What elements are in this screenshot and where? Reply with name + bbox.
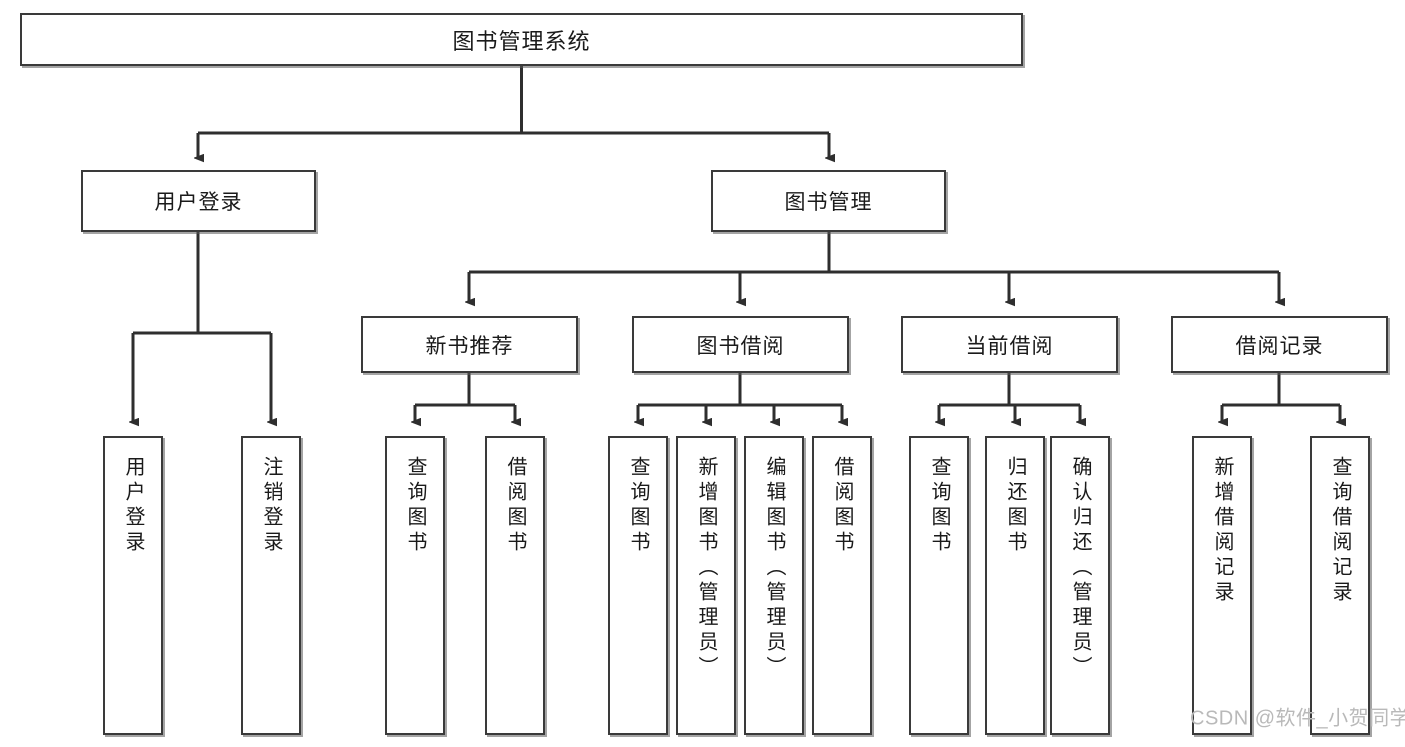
node-borrow-record[interactable]: 借阅记录 <box>1171 316 1388 373</box>
node-leaf-query-book-1[interactable]: 查询图书 <box>385 436 445 735</box>
node-leaf-add-record[interactable]: 新增借阅记录 <box>1192 436 1252 735</box>
node-label: 借阅记录 <box>1235 334 1324 358</box>
node-label: 新增借阅记录 <box>1211 456 1233 606</box>
node-leaf-borrow-book-1[interactable]: 借阅图书 <box>485 436 545 735</box>
node-label: 当前借阅 <box>965 334 1054 358</box>
node-leaf-logout-login[interactable]: 注销登录 <box>241 436 301 735</box>
node-leaf-user-login[interactable]: 用户登录 <box>103 436 163 735</box>
node-leaf-query-book-3[interactable]: 查询图书 <box>909 436 969 735</box>
node-label: 新增图书（管理员） <box>695 456 717 681</box>
node-book-manage[interactable]: 图书管理 <box>711 170 946 232</box>
node-label: 归还图书 <box>1004 456 1026 556</box>
node-leaf-query-book-2[interactable]: 查询图书 <box>608 436 668 735</box>
node-label: 注销登录 <box>260 456 282 556</box>
node-leaf-edit-book-admin[interactable]: 编辑图书（管理员） <box>744 436 804 735</box>
node-label: 查询借阅记录 <box>1329 456 1351 606</box>
node-label: 借阅图书 <box>831 456 853 556</box>
node-label: 借阅图书 <box>504 456 526 556</box>
node-label: 图书借阅 <box>696 334 785 358</box>
node-label: 查询图书 <box>928 456 950 556</box>
node-leaf-borrow-book-2[interactable]: 借阅图书 <box>812 436 872 735</box>
node-label: 用户登录 <box>154 191 243 214</box>
node-label: 用户登录 <box>122 456 144 556</box>
node-label: 编辑图书（管理员） <box>763 456 785 681</box>
node-label: 新书推荐 <box>425 334 514 358</box>
node-book-borrow[interactable]: 图书借阅 <box>632 316 849 373</box>
node-label: 图书管理系统 <box>452 28 591 54</box>
node-user-login[interactable]: 用户登录 <box>81 170 316 232</box>
node-leaf-return-book[interactable]: 归还图书 <box>985 436 1045 735</box>
node-label: 查询图书 <box>627 456 649 556</box>
node-leaf-add-book-admin[interactable]: 新增图书（管理员） <box>676 436 736 735</box>
node-label: 图书管理 <box>784 191 873 214</box>
node-label: 确认归还（管理员） <box>1069 456 1091 681</box>
node-new-book-recommend[interactable]: 新书推荐 <box>361 316 578 373</box>
node-root-system[interactable]: 图书管理系统 <box>20 13 1023 66</box>
node-label: 查询图书 <box>404 456 426 556</box>
node-current-borrow[interactable]: 当前借阅 <box>901 316 1118 373</box>
node-leaf-confirm-return[interactable]: 确认归还（管理员） <box>1050 436 1110 735</box>
node-leaf-query-record[interactable]: 查询借阅记录 <box>1310 436 1370 735</box>
